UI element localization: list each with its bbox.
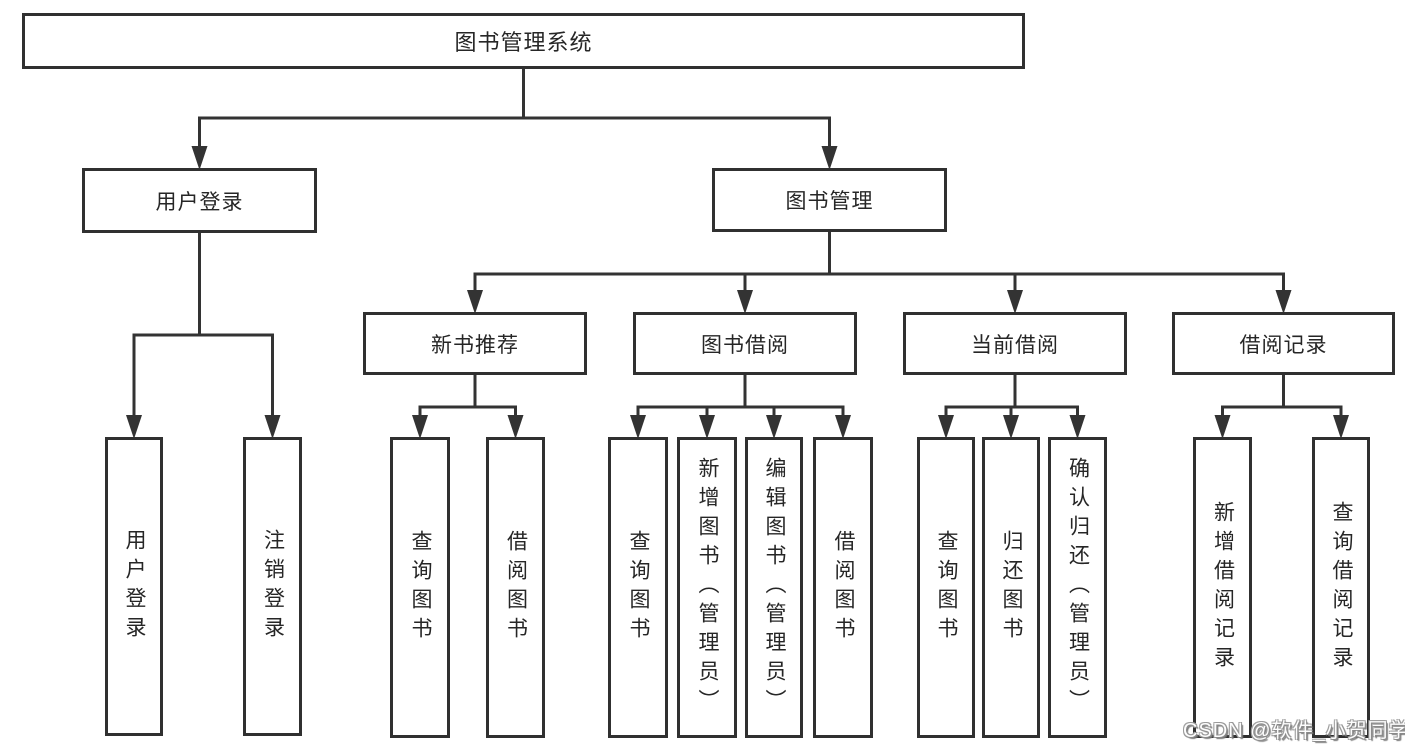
arrowhead [1007,290,1023,314]
leaf-borrow-books-recommend: 借阅图书 [486,437,545,738]
arrowheads [126,146,1349,439]
arrowhead [467,290,483,314]
leaf-borrow-books: 借阅图书 [813,437,873,738]
leaf-query-books-current: 查询图书 [917,437,975,738]
arrowhead [1214,415,1231,439]
node-book-management: 图书管理 [712,168,947,232]
leaf-logout: 注销登录 [243,437,302,736]
node-library-system: 图书管理系统 [22,13,1025,69]
leaf-add-book-admin: 新增图书（管理员） [677,437,737,738]
leaf-user-login: 用户登录 [105,437,163,736]
arrowhead [938,415,954,439]
arrowhead [1069,415,1086,439]
leaf-return-books: 归还图书 [982,437,1040,738]
arrowhead [126,415,142,439]
arrowhead [191,146,208,170]
node-new-book-recommend: 新书推荐 [363,312,587,375]
connector-mgmt-to-level3 [473,232,1285,296]
leaf-edit-book-admin: 编辑图书（管理员） [745,437,803,738]
node-user-login: 用户登录 [82,168,317,233]
leaf-add-borrow-record: 新增借阅记录 [1193,437,1252,738]
arrowhead [835,415,851,439]
node-current-borrow: 当前借阅 [903,312,1127,375]
connector-borrow-to-leaves [636,375,845,420]
arrowhead [821,146,838,170]
arrowhead [264,415,281,439]
arrowhead [507,415,524,439]
arrowhead [1003,415,1019,439]
arrowhead [737,290,753,314]
arrowhead [1275,290,1292,314]
connector-records-to-leaves [1221,375,1343,420]
leaf-query-borrow-record: 查询借阅记录 [1312,437,1370,738]
connector-current-to-leaves [944,375,1079,420]
arrowhead [412,415,428,439]
arrowhead [630,415,646,439]
watermark: CSDN @软件_小贺同学 [1183,720,1405,742]
arrowhead [766,415,782,439]
leaf-confirm-return-admin: 确认归还（管理员） [1048,437,1107,738]
connector-login-to-leaves [132,233,274,420]
arrowhead [699,415,715,439]
connector-recommend-to-leaves [418,375,517,420]
node-book-borrow: 图书借阅 [633,312,857,375]
leaf-query-books-borrow: 查询图书 [608,437,668,738]
arrowhead [1333,415,1349,439]
node-borrow-records: 借阅记录 [1172,312,1395,375]
leaf-query-books-recommend: 查询图书 [390,437,450,738]
connector-root-to-level2 [198,69,831,152]
